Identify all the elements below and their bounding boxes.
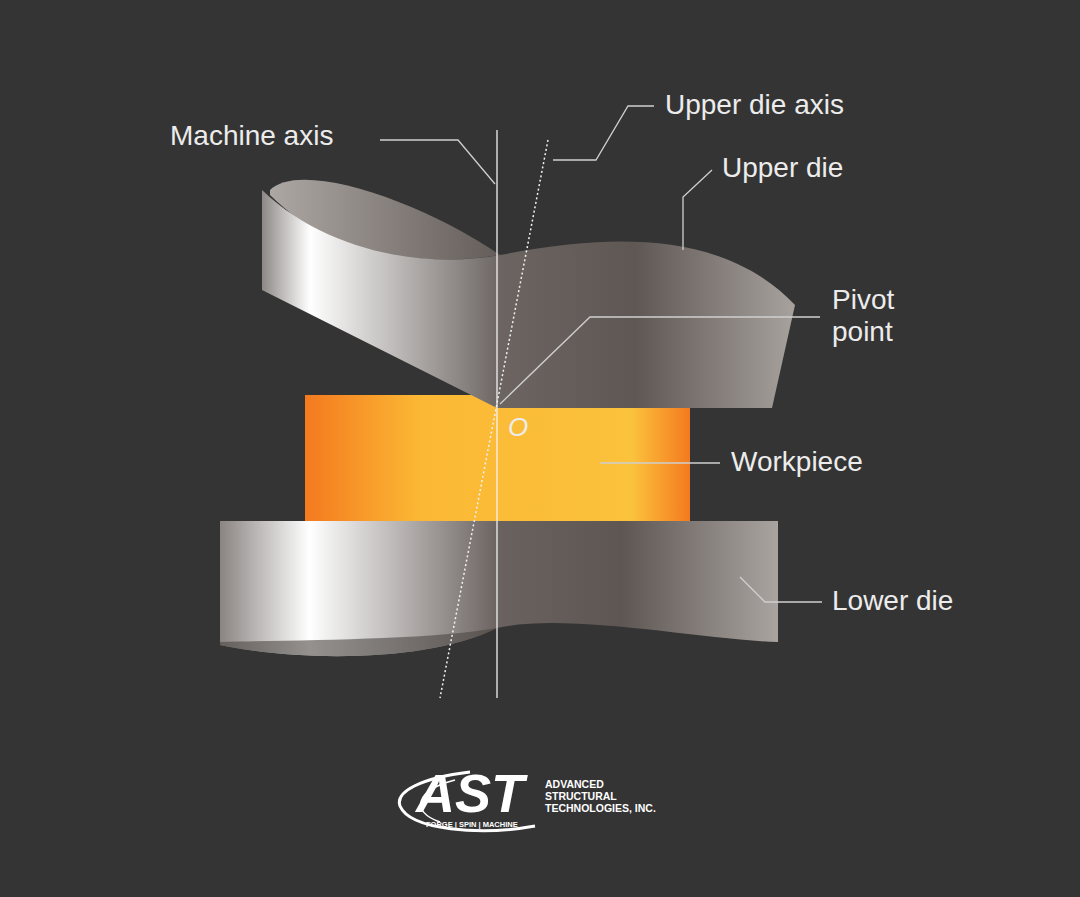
- leader-line: [740, 577, 822, 602]
- leader-line: [500, 317, 820, 404]
- upper-die-axis: [440, 140, 548, 698]
- point-label: O: [508, 413, 528, 443]
- upper-die: [262, 190, 795, 408]
- part-label: Pivot point: [832, 284, 942, 348]
- logo-mark: AST: [416, 766, 524, 820]
- part-label: Machine axis: [170, 120, 333, 152]
- lower-die-underside: [220, 628, 497, 656]
- leader-line: [683, 170, 712, 250]
- logo-tagline: FORGE | SPIN | MACHINE: [426, 821, 518, 829]
- part-label: Upper die: [722, 152, 843, 184]
- part-label: Lower die: [832, 585, 953, 617]
- lower-die: [220, 521, 778, 656]
- part-label: Upper die axis: [665, 89, 844, 121]
- part-label: Workpiece: [731, 446, 863, 478]
- leader-line: [600, 462, 720, 463]
- leader-line: [553, 106, 654, 160]
- machine-axis: [496, 130, 497, 698]
- logo-company-name: ADVANCED STRUCTURAL TECHNOLOGIES, INC.: [545, 778, 671, 814]
- leader-line: [380, 140, 495, 184]
